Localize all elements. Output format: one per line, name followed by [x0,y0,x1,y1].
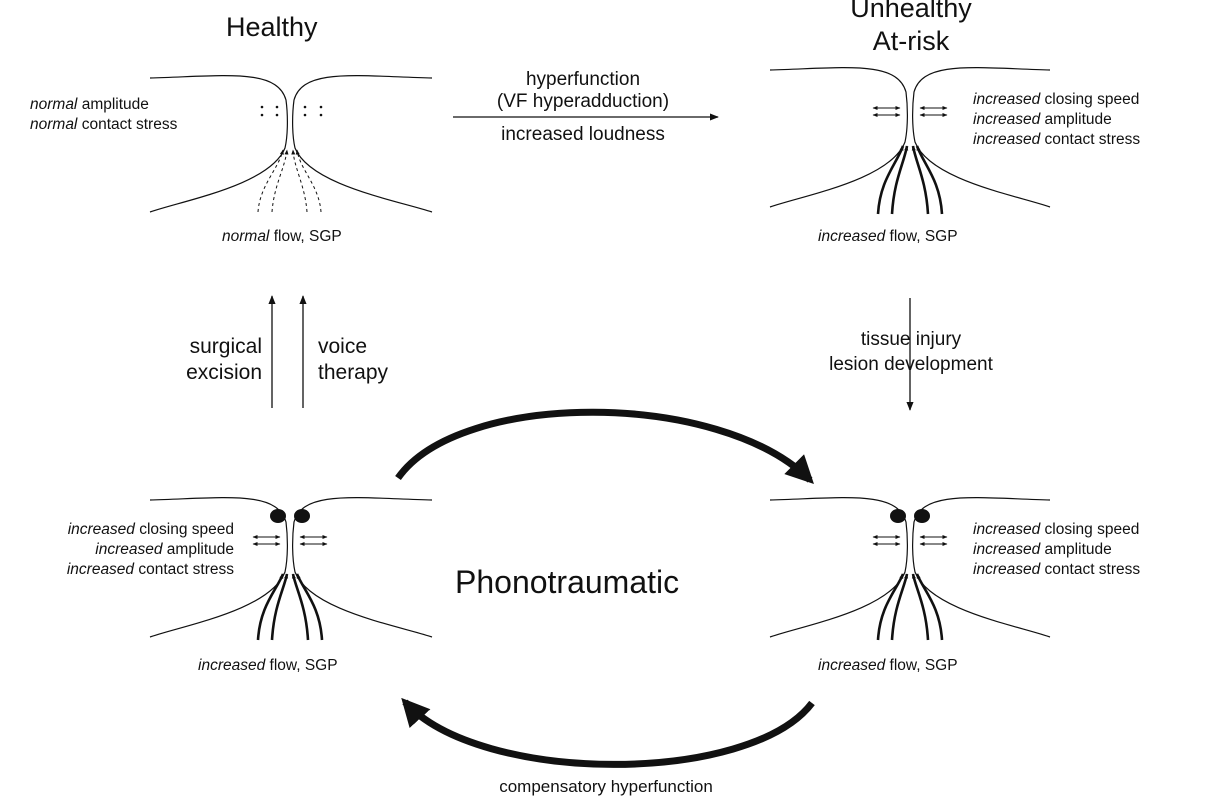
phono-left-flow-arrows [256,573,324,641]
healthy-title: Healthy [226,12,318,42]
phono-left-desc-line: increased amplitude [95,541,234,558]
healthy-desc-line: normal contact stress [30,116,178,133]
surgical-excision-label: surgical excision [150,336,262,383]
phonotraumatic-title: Phonotraumatic [455,564,680,600]
phono-left-desc: increased closing speed increased amplit… [2,520,234,580]
phono-left-adduction-arrows [252,535,328,546]
phono-left-vocal-folds [149,497,433,638]
unhealthy-to-phono-label: tissue injury lesion development [813,330,1009,374]
unhealthy-desc-line: increased amplitude [973,111,1112,128]
phono-right-desc-line: increased contact stress [973,561,1141,578]
healthy-flow-arrows [257,149,322,213]
phono-right-desc: increased closing speed increased amplit… [973,520,1140,580]
unhealthy-title-line1: Unhealthy [850,0,972,23]
transition-line-hyperfunction: hyperfunction [525,69,641,90]
unhealthy-flow-caption: increased flow, SGP [818,228,958,245]
voice-therapy-label: voice therapy [318,336,388,383]
phono-right-adduction-arrows [872,535,948,546]
healthy-vibration-dots [260,105,323,117]
transition-line-vf-hyperadduction: (VF hyperadduction) [496,91,670,112]
phono-right-lesions [890,509,930,523]
cycle-top-arrow [395,408,814,484]
unhealthy-title: Unhealthy At-risk [826,0,996,55]
unhealthy-desc-line: increased contact stress [973,131,1141,148]
transition-line-therapy: therapy [318,361,389,384]
transition-line-tissue-injury: tissue injury [860,329,962,350]
transition-line-excision: excision [186,361,262,384]
unhealthy-title-line2: At-risk [872,26,950,56]
phono-right-desc-line: increased closing speed [973,521,1140,538]
healthy-vocal-folds [149,75,433,213]
unhealthy-desc: increased closing speed increased amplit… [973,90,1140,150]
compensatory-hyperfunction-label: compensatory hyperfunction [499,777,713,796]
phono-left-desc-line: increased closing speed [67,521,234,538]
cycle-bottom-arrow [401,697,815,768]
phono-left-flow-caption: increased flow, SGP [198,657,338,674]
transition-line-lesion-development: lesion development [829,354,993,375]
healthy-to-unhealthy-label: hyperfunction (VF hyperadduction) increa… [455,70,711,144]
transition-line-surgical: surgical [189,335,262,358]
healthy-desc-line: normal amplitude [30,96,149,113]
unhealthy-adduction-arrows [872,106,948,117]
healthy-desc: normal amplitude normal contact stress [30,95,177,135]
unhealthy-vocal-folds [769,67,1051,208]
healthy-flow-caption: normal flow, SGP [222,228,342,245]
phono-left-desc-line: increased contact stress [66,561,234,578]
phono-right-vocal-folds [769,497,1051,638]
transition-line-increased-loudness: increased loudness [501,124,665,145]
unhealthy-flow-arrows [876,145,944,215]
phono-left-lesions [270,509,310,523]
unhealthy-desc-line: increased closing speed [973,91,1140,108]
phono-right-flow-caption: increased flow, SGP [818,657,958,674]
phono-right-desc-line: increased amplitude [973,541,1112,558]
transition-line-voice: voice [318,335,368,358]
phono-right-flow-arrows [876,573,944,641]
